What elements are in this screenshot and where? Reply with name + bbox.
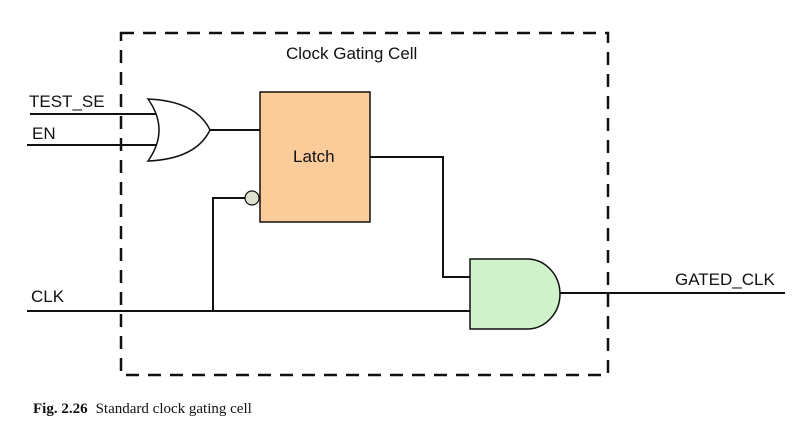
clk-label: CLK (31, 287, 65, 306)
latch-clock-inversion-bubble (244, 190, 260, 206)
gated-clk-label: GATED_CLK (675, 270, 775, 289)
latch-output-wire (370, 156, 470, 278)
en-label: EN (32, 124, 56, 143)
clock-gating-cell-boundary (119, 31, 610, 377)
and-gate (469, 258, 561, 330)
figure-caption: Fig. 2.26 Standard clock gating cell (33, 401, 252, 418)
test-se-label: TEST_SE (29, 92, 105, 111)
clk-to-latch-wire (212, 197, 245, 311)
figure-caption-text: Standard clock gating cell (95, 401, 252, 417)
latch (259, 91, 371, 223)
or-gate (146, 98, 211, 162)
latch-label: Latch (293, 147, 335, 166)
cell-title: Clock Gating Cell (286, 44, 417, 63)
figure-number: Fig. 2.26 (33, 401, 88, 417)
